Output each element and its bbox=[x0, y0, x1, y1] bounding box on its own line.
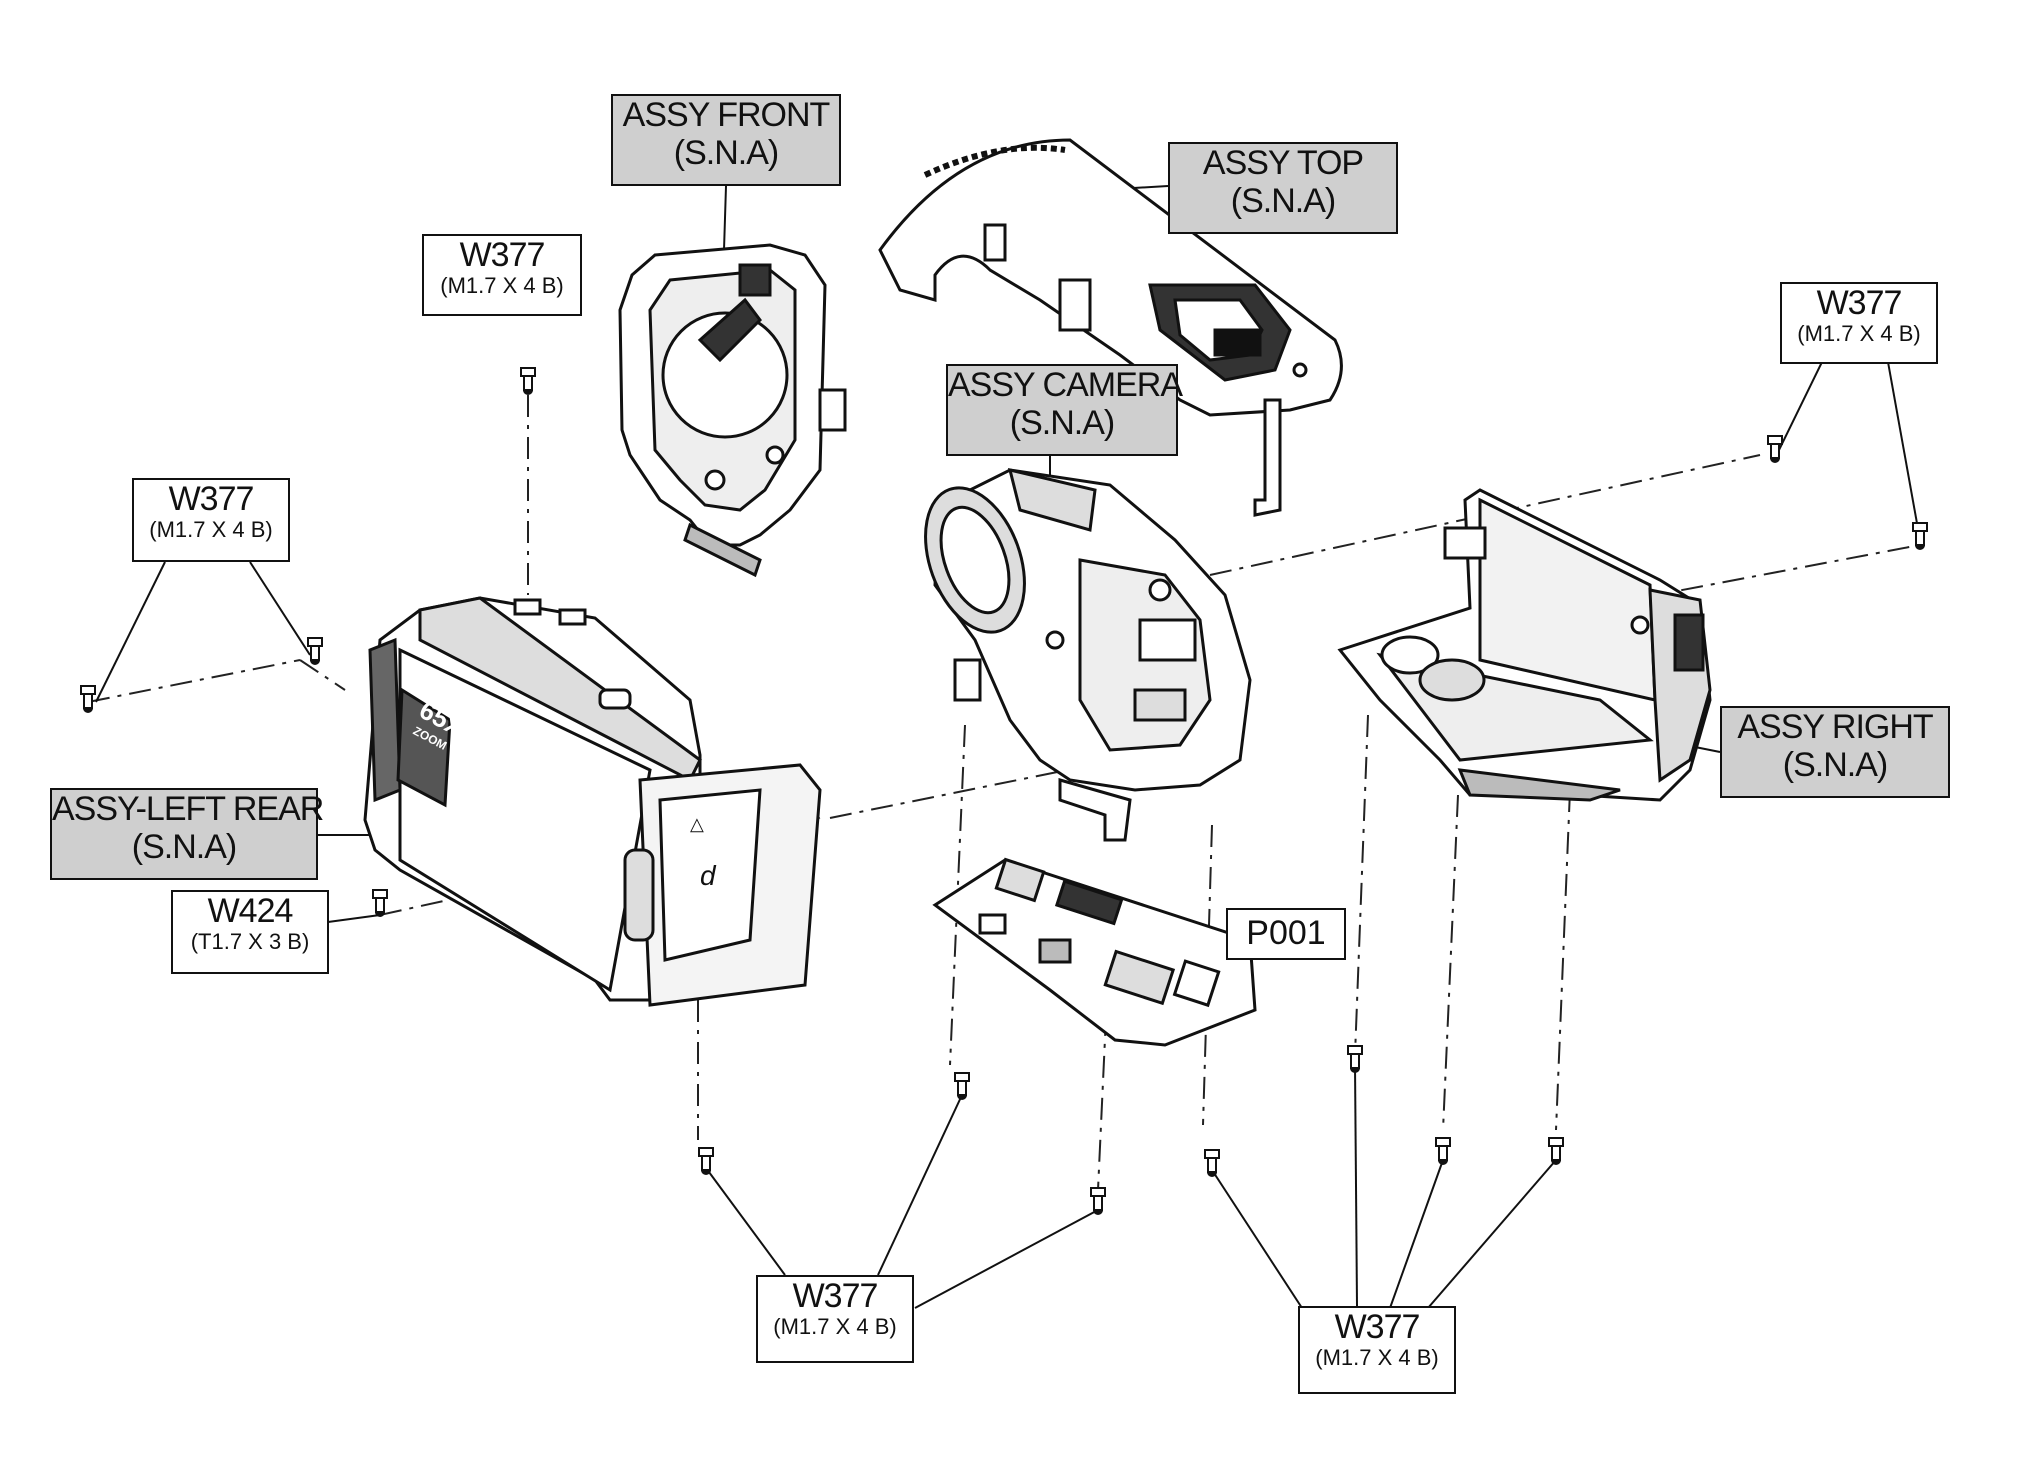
label-w377-bottom-right: W377 (M1.7 X 4 B) bbox=[1298, 1306, 1456, 1394]
p001-board-part bbox=[932, 857, 1257, 1047]
svg-text:△: △ bbox=[690, 814, 704, 834]
assy-top-part bbox=[878, 138, 1343, 517]
label-w377-top-left: W377 (M1.7 X 4 B) bbox=[422, 234, 582, 316]
label-p001: P001 bbox=[1226, 908, 1346, 960]
assy-left-rear-part: d △ bbox=[363, 596, 822, 1007]
label-assy-camera: ASSY CAMERA (S.N.A) bbox=[946, 364, 1183, 456]
assy-right-part bbox=[1337, 488, 1712, 802]
assy-camera-part bbox=[924, 467, 1252, 842]
label-assy-front: ASSY FRONT (S.N.A) bbox=[611, 94, 841, 186]
label-w377-right: W377 (M1.7 X 4 B) bbox=[1780, 282, 1938, 364]
label-assy-left-rear: ASSY-LEFT REAR (S.N.A) bbox=[50, 788, 324, 880]
label-w377-bottom-center: W377 (M1.7 X 4 B) bbox=[756, 1275, 914, 1363]
label-assy-right: ASSY RIGHT (S.N.A) bbox=[1720, 706, 1950, 798]
svg-text:d: d bbox=[700, 860, 717, 891]
label-assy-top: ASSY TOP (S.N.A) bbox=[1168, 142, 1398, 234]
label-w424: W424 (T1.7 X 3 B) bbox=[171, 890, 329, 974]
label-w377-left: W377 (M1.7 X 4 B) bbox=[132, 478, 290, 562]
assy-front-part bbox=[618, 243, 847, 578]
